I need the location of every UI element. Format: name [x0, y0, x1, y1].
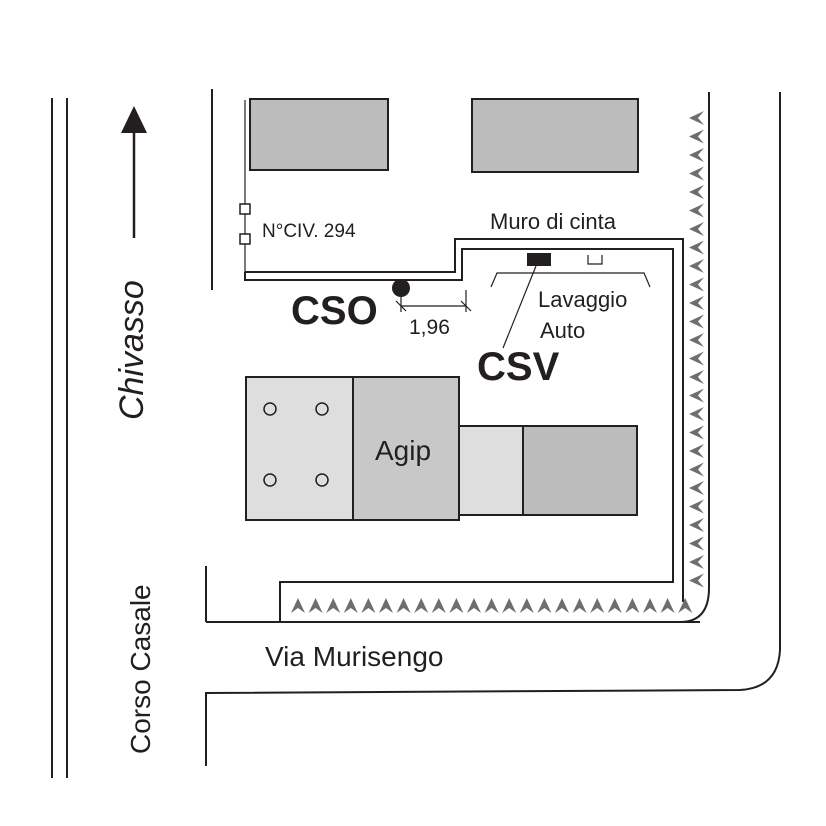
lavaggio-canopy [490, 272, 651, 288]
arrowhead-row-icon [689, 111, 704, 588]
hedge-arrowhead [689, 148, 704, 162]
hedge-arrowhead [689, 573, 704, 588]
hedge-arrowhead [625, 598, 640, 613]
right-road-inner-edge [679, 92, 710, 623]
hedge-arrowhead [555, 598, 569, 613]
hedge-arrowhead [519, 598, 534, 613]
hedge-arrowhead [689, 277, 704, 292]
hedge-arrowhead [396, 598, 411, 613]
civic-marker-lower [239, 233, 251, 245]
hedge-arrowhead [326, 598, 341, 613]
hedge-arrowhead [689, 185, 704, 199]
lavaggio-label-line2: Auto [540, 318, 585, 343]
hedge-arrowhead [689, 351, 704, 366]
hedge-arrowhead [689, 222, 704, 236]
hedge-arrowhead [689, 518, 704, 532]
muro-di-cinta-wall [244, 238, 684, 622]
hedge-arrowhead [361, 598, 376, 613]
hedge-arrowhead [643, 598, 657, 613]
hedge-arrowhead [467, 598, 481, 613]
hedge-arrowhead [689, 388, 704, 403]
hedge-arrowhead [689, 499, 704, 514]
hedge-arrowhead [484, 598, 499, 613]
hedge-arrowhead [689, 555, 704, 569]
lavaggio-notch [587, 255, 603, 265]
hedge-arrowhead [689, 111, 704, 125]
hedge-arrowhead [689, 407, 704, 421]
csv-label: CSV [477, 345, 560, 389]
hedge-arrowhead [607, 598, 622, 613]
hedge-arrowhead [689, 444, 704, 458]
hedge-arrowhead [689, 425, 704, 440]
civic-number-label: N°CIV. 294 [262, 221, 356, 242]
hedge-arrowhead [689, 333, 704, 347]
distance-dimension [395, 290, 472, 312]
hedge-arrowhead [689, 536, 704, 551]
agip-label: Agip [375, 435, 431, 466]
hedge-arrowhead [689, 203, 704, 218]
hedge-arrowhead [379, 598, 393, 613]
building-top-right [471, 98, 639, 173]
hedge-arrowhead [678, 598, 693, 613]
hedge-arrowhead [590, 598, 605, 613]
hedge-arrowhead [689, 462, 704, 477]
hedge-arrowhead [689, 259, 704, 273]
hedge-arrowhead [689, 129, 704, 144]
chivasso-label: Chivasso [113, 280, 151, 420]
hedge-arrowhead [431, 598, 446, 613]
hedge-arrowhead [689, 166, 704, 181]
hedge-arrowhead [572, 598, 587, 613]
filled-dot-icon [392, 279, 410, 297]
via-murisengo-south-edge [205, 92, 781, 766]
lavaggio-label-line1: Lavaggio [538, 287, 627, 312]
hedge-arrowhead [308, 598, 323, 613]
arrow-up-icon [121, 106, 147, 238]
hedge-arrowhead [449, 598, 464, 613]
corso-casale-road [51, 98, 68, 778]
muro-di-cinta-label: Muro di cinta [490, 209, 617, 234]
hedge-arrowhead [689, 240, 704, 255]
via-murisengo-label: Via Murisengo [265, 641, 443, 672]
pump-canopy [245, 376, 354, 521]
east-building [522, 425, 638, 516]
connector-building [458, 425, 524, 516]
hedge-arrowhead [689, 314, 704, 329]
hedge-arrowhead [414, 598, 429, 613]
arrowhead-row-icon [291, 598, 693, 613]
civic-marker-upper [239, 203, 251, 215]
corso-casale-label: Corso Casale [125, 584, 156, 754]
hedge-arrowhead [689, 296, 704, 310]
hedge-arrowhead [689, 481, 704, 495]
csv-leader-line [502, 265, 537, 349]
hedge-arrowhead [537, 598, 552, 613]
agip-building [352, 376, 460, 521]
hedge-arrowhead [343, 598, 358, 613]
cso-label: CSO [291, 289, 378, 333]
hedge-arrowhead [660, 598, 675, 613]
pump-circles [263, 402, 329, 487]
hedge-arrowhead [502, 598, 517, 613]
building-top-left [249, 98, 389, 171]
csv-sensor-box [527, 253, 551, 266]
hedge-arrowhead [689, 370, 704, 384]
distance-label: 1,96 [409, 316, 450, 339]
hedge-arrowhead [291, 598, 305, 613]
